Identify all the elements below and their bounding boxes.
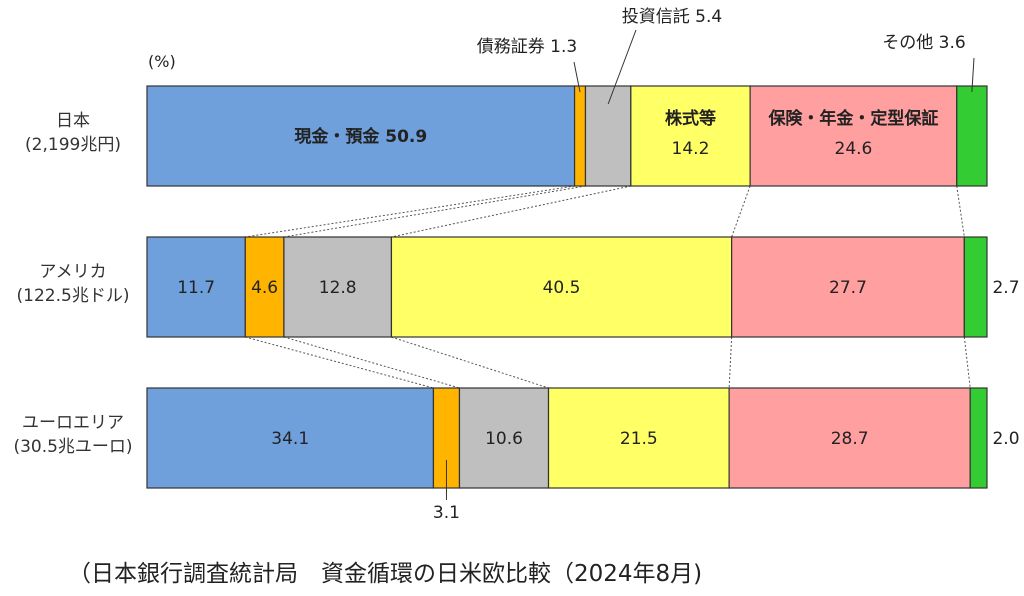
bar-segment [731, 236, 965, 338]
segment-label-above: 債務証券 1.3 [477, 37, 577, 57]
bar-segment [146, 236, 246, 338]
connector-line [731, 185, 751, 238]
bar-segment [956, 85, 988, 187]
segment-label: 4.6 [251, 278, 278, 298]
category-sublabel: (122.5兆ドル) [17, 286, 130, 306]
connector-line [245, 185, 575, 238]
connector-line [391, 336, 549, 389]
connector-lines [245, 185, 971, 389]
connector-line [283, 336, 460, 389]
bar-segment [146, 387, 435, 489]
bar-segment [458, 387, 550, 489]
connector-line [728, 336, 733, 389]
segment-value-label: 14.2 [672, 139, 710, 159]
unit-label: (%) [148, 52, 176, 71]
segment-label: 40.5 [543, 278, 581, 298]
segment-label: 12.8 [319, 278, 357, 298]
bar-segment [630, 85, 751, 187]
category-sublabel: (30.5兆ユーロ) [13, 437, 132, 457]
bar-segment [244, 236, 285, 338]
bar-segment [749, 85, 958, 187]
bar-segment [963, 236, 988, 338]
segment-label: 28.7 [831, 429, 869, 449]
connector-line [963, 336, 971, 389]
segment-label-outside: 2.7 [992, 278, 1019, 298]
leader-line [971, 57, 975, 93]
connector-line [391, 185, 631, 238]
bar-segment [547, 387, 730, 489]
bar-group [146, 85, 988, 489]
leader-line [607, 29, 637, 105]
source-caption: （日本銀行調査統計局 資金循環の日米欧比較（2024年8月) [68, 561, 702, 587]
segment-label: 11.7 [177, 278, 215, 298]
bar-segment [728, 387, 971, 489]
category-label: アメリカ [39, 262, 106, 282]
bar-segment [584, 85, 632, 187]
label-group: 日本 (2,199兆円) アメリカ (122.5兆ドル) ユーロエリア (30.5兆ユーロ… [13, 7, 1019, 523]
bar-segment [146, 85, 576, 187]
bar-segment [283, 236, 393, 338]
segment-label: 現金・預金 50.9 [294, 126, 427, 147]
segment-label: 10.6 [485, 429, 523, 449]
segment-label: 保険・年金・定型保証 [767, 108, 938, 129]
segment-label-above: その他 3.6 [882, 33, 965, 53]
bar-segment [969, 387, 988, 489]
leader-line [573, 61, 581, 93]
segment-label-above: 投資信託 5.4 [622, 7, 722, 27]
connector-line [956, 185, 965, 238]
connector-line [245, 336, 434, 389]
category-label: 日本 [56, 111, 90, 131]
connector-line [283, 185, 586, 238]
segment-label: 27.7 [829, 278, 867, 298]
segment-label: 株式等 [665, 108, 716, 129]
category-label: ユーロエリア [22, 413, 124, 433]
bar-segment [573, 85, 587, 187]
category-sublabel: (2,199兆円) [25, 135, 121, 155]
segment-label-below: 3.1 [433, 503, 460, 523]
segment-label: 34.1 [271, 429, 309, 449]
segment-value-label: 24.6 [835, 139, 873, 159]
segment-label-outside: 2.0 [992, 429, 1019, 449]
leader-lines [445, 29, 975, 500]
segment-label: 21.5 [620, 429, 658, 449]
